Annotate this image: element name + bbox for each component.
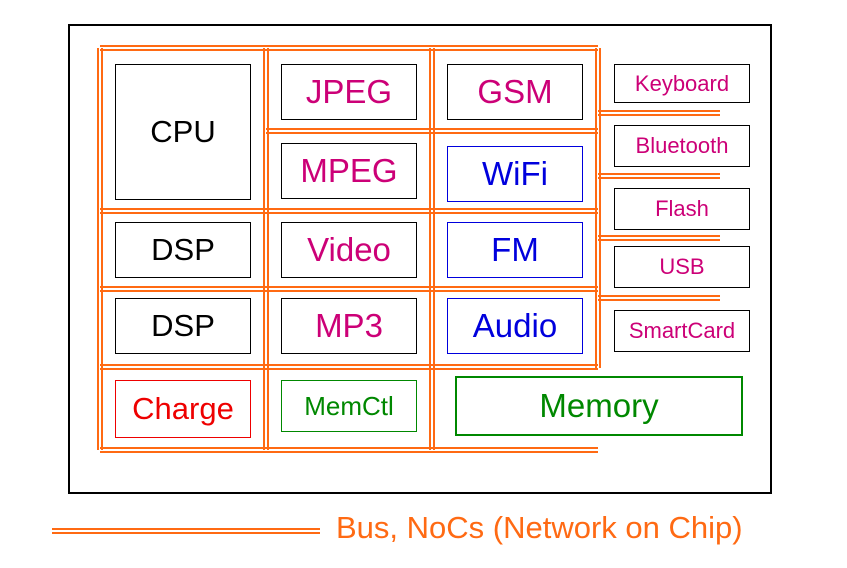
bus-legend-label: Bus, NoCs (Network on Chip) bbox=[336, 510, 743, 545]
mp3-block: MP3 bbox=[281, 298, 417, 354]
mpeg-block: MPEG bbox=[281, 143, 417, 199]
wifi-block: WiFi bbox=[447, 146, 583, 202]
chip-boundary bbox=[68, 24, 772, 494]
dsp-block-2: DSP bbox=[115, 298, 251, 354]
memory-block: Memory bbox=[455, 376, 743, 436]
smartcard-block: SmartCard bbox=[614, 310, 750, 352]
dsp-block-1: DSP bbox=[115, 222, 251, 278]
cpu-block: CPU bbox=[115, 64, 251, 200]
fm-block: FM bbox=[447, 222, 583, 278]
keyboard-block: Keyboard bbox=[614, 64, 750, 103]
flash-block: Flash bbox=[614, 188, 750, 230]
gsm-block: GSM bbox=[447, 64, 583, 120]
bluetooth-block: Bluetooth bbox=[614, 125, 750, 167]
usb-block: USB bbox=[614, 246, 750, 288]
audio-block: Audio bbox=[447, 298, 583, 354]
video-block: Video bbox=[281, 222, 417, 278]
bus-legend-swatch bbox=[52, 528, 320, 534]
jpeg-block: JPEG bbox=[281, 64, 417, 120]
charge-block: Charge bbox=[115, 380, 251, 438]
memctl-block: MemCtl bbox=[281, 380, 417, 432]
